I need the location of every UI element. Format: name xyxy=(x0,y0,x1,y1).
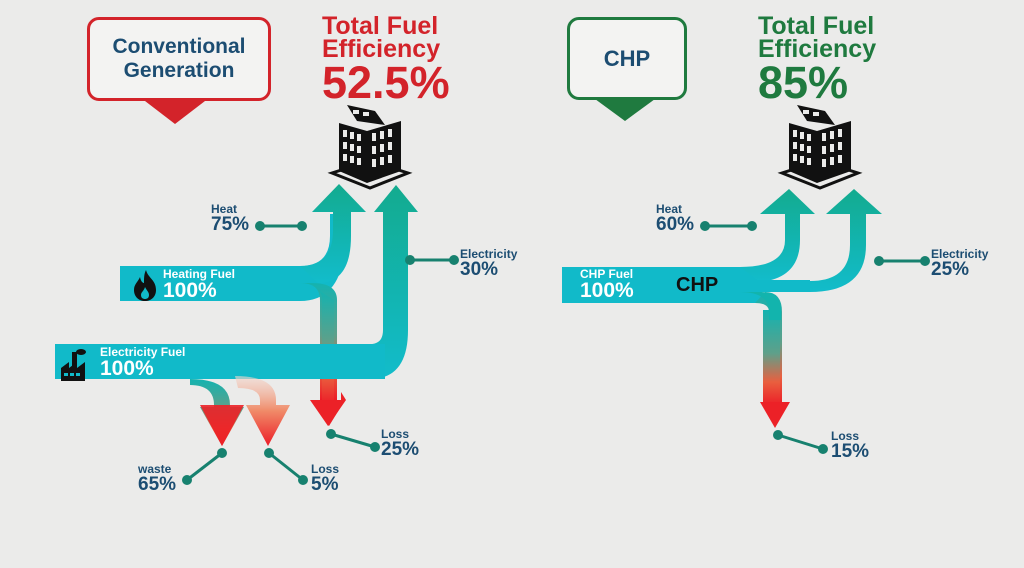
electricity-output-label: Electricity 30% xyxy=(460,247,518,280)
efficiency-label: Total Fuel xyxy=(322,12,439,40)
efficiency-label: Efficiency xyxy=(322,35,441,63)
chp-connectors xyxy=(700,221,930,454)
efficiency-label: Efficiency xyxy=(758,35,877,63)
chp-center-label: CHP xyxy=(676,274,719,296)
chp-title-bubble: CHP xyxy=(567,17,687,100)
waste-output-label: waste 65% xyxy=(138,462,177,495)
conventional-title-bubble: Conventional Generation xyxy=(87,17,271,101)
heating-fuel-label: Heating Fuel 100% xyxy=(163,267,236,302)
conventional-efficiency: Total Fuel Efficiency 52.5% xyxy=(322,12,450,108)
conventional-title-line1: Conventional xyxy=(112,35,246,58)
heat-output-label: Heat 75% xyxy=(211,202,250,235)
heat-output-label: Heat 60% xyxy=(656,202,695,235)
chp-efficiency: Total Fuel Efficiency 85% xyxy=(758,12,877,108)
flame-icon xyxy=(134,270,156,301)
conventional-flows xyxy=(55,184,418,446)
efficiency-value: 85% xyxy=(758,57,849,108)
loss-output-label: Loss 5% xyxy=(311,462,340,495)
efficiency-value: 52.5% xyxy=(322,57,450,108)
building-icon xyxy=(327,105,413,190)
efficiency-label: Total Fuel xyxy=(758,12,875,40)
chp-fuel-label: CHP Fuel 100% xyxy=(580,267,634,302)
conventional-title-line2: Generation xyxy=(123,59,235,82)
chp-flows xyxy=(562,189,882,428)
factory-icon xyxy=(61,349,86,381)
electricity-fuel-label: Electricity Fuel 100% xyxy=(100,345,186,380)
loss-output-label: Loss 15% xyxy=(831,429,870,462)
loss-output-label: Loss 25% xyxy=(381,427,420,460)
conventional-connectors xyxy=(182,221,459,485)
chp-title: CHP xyxy=(603,45,651,71)
electricity-output-label: Electricity 25% xyxy=(931,247,989,280)
building-icon xyxy=(777,105,863,190)
